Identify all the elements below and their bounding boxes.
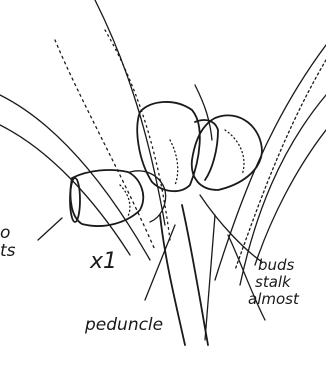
bud-left [70,170,143,226]
stalk-right-edge [182,205,208,345]
labels: o ts x1 buds stalk almost peduncle [0,223,300,335]
twig-upper [195,85,212,140]
peduncle-label: peduncle [84,315,163,335]
scale-label: x1 [89,249,117,274]
bud-center-outline [137,102,200,191]
bud-center [137,102,200,191]
stalk [160,205,265,345]
bud-left-stipple [120,185,130,216]
leaf-right-upper [215,45,326,280]
bud-left-outline [70,170,143,226]
buds-label-line3: almost [248,290,300,308]
buds-label-line1: buds [258,256,295,274]
left-label-line1: o [0,223,10,243]
stalk-back [205,215,215,340]
bud-center-stipple [170,140,178,185]
bud-back [130,120,218,222]
left-label-line2: ts [0,241,16,261]
pointer-buds [200,195,262,262]
stalk-left-edge [160,215,185,345]
pointer-left [38,218,62,240]
buds-label-line2: stalk [255,273,292,291]
bud-right-stipple [225,130,244,175]
pointer-lines [38,195,262,300]
